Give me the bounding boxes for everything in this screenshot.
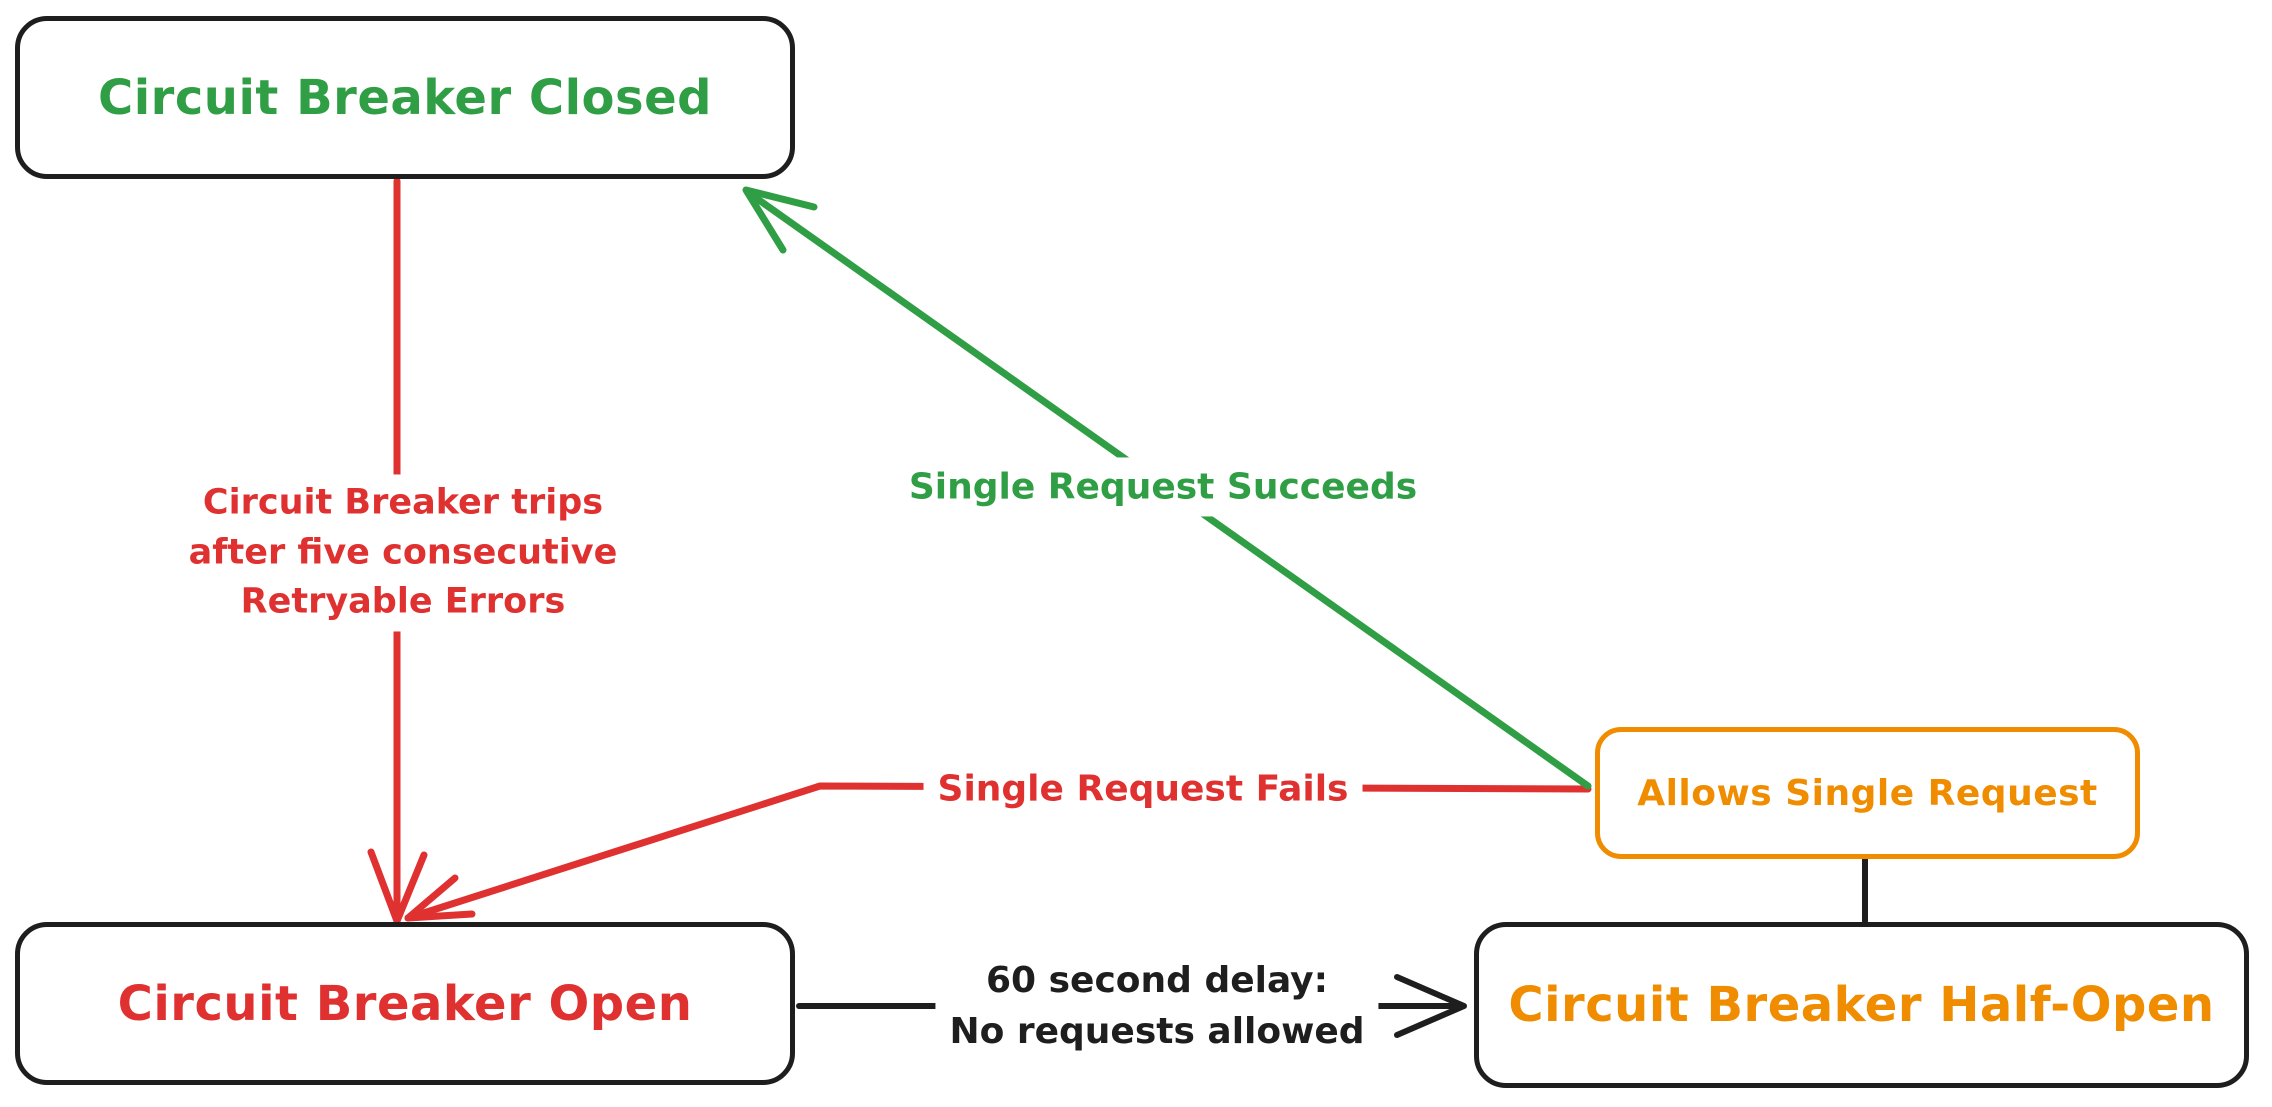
node-circuit-breaker-half-open: Circuit Breaker Half-Open — [1474, 922, 2249, 1088]
edge-label-trip: Circuit Breaker trips after five consecu… — [174, 474, 632, 632]
edge-label-delay-line1: 60 second delay: — [985, 959, 1329, 1001]
node-closed-label: Circuit Breaker Closed — [98, 69, 712, 126]
edge-label-trip-line1: Circuit Breaker trips — [202, 482, 604, 523]
edge-label-trip-line3: Retryable Errors — [240, 581, 566, 622]
node-circuit-breaker-open: Circuit Breaker Open — [15, 922, 795, 1085]
edge-label-succeeds: Single Request Succeeds — [894, 457, 1432, 517]
edge-label-fails: Single Request Fails — [923, 759, 1363, 819]
node-circuit-breaker-closed: Circuit Breaker Closed — [15, 16, 795, 179]
node-allows-label: Allows Single Request — [1637, 772, 2098, 814]
node-half-open-label: Circuit Breaker Half-Open — [1508, 977, 2215, 1033]
edge-label-trip-line2: after five consecutive — [188, 532, 618, 573]
node-open-label: Circuit Breaker Open — [117, 975, 693, 1032]
edge-label-delay: 60 second delay: No requests allowed — [935, 950, 1379, 1062]
edge-label-delay-line2: No requests allowed — [949, 1011, 1365, 1052]
node-allows-single-request: Allows Single Request — [1595, 727, 2140, 859]
